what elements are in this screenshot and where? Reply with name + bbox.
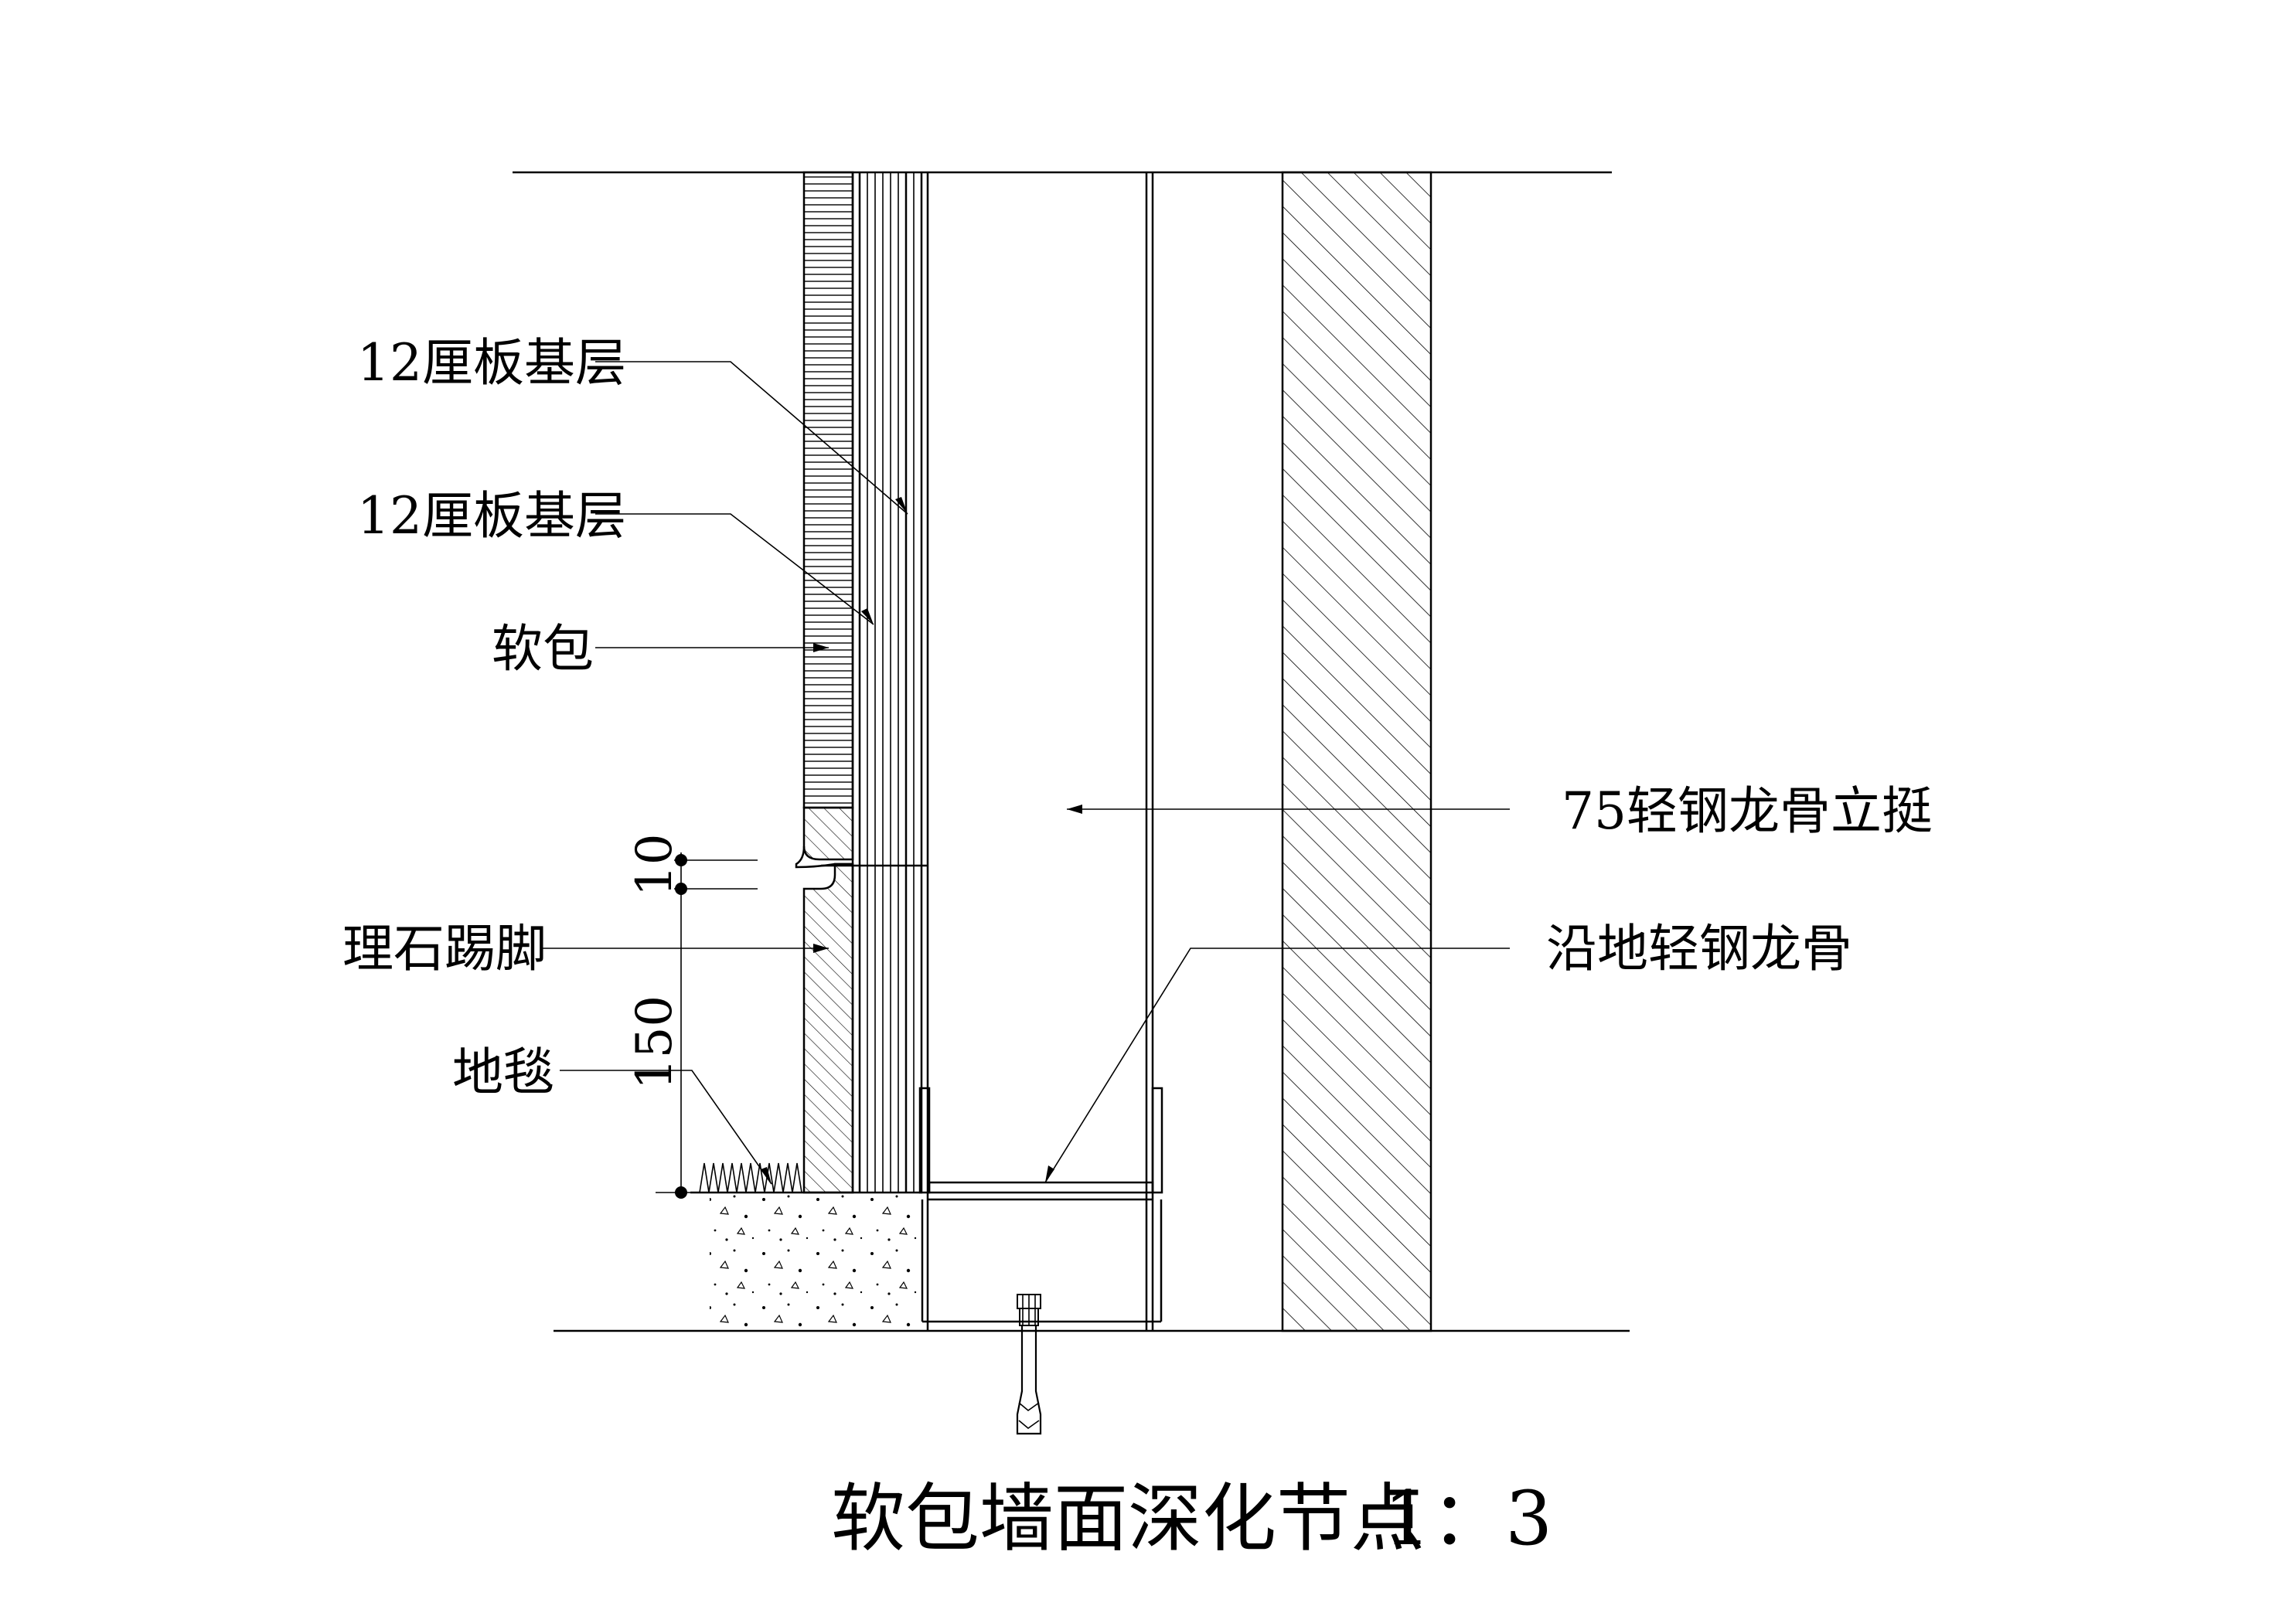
label-soft-pack: 软包 bbox=[492, 619, 594, 679]
label-carpet: 地毯 bbox=[452, 1043, 554, 1102]
label-plywood-base-1: 12厘板基层 bbox=[357, 333, 626, 393]
structural-wall bbox=[1281, 171, 1432, 1332]
dimension-chain bbox=[656, 852, 758, 1199]
dim-gap-10: 10 bbox=[626, 834, 683, 897]
plywood-layers bbox=[851, 172, 923, 1193]
leader-arrowheads bbox=[761, 497, 1082, 1184]
label-floor-track: 沿地轻钢龙骨 bbox=[1546, 919, 1852, 978]
floor-track bbox=[918, 1087, 1163, 1323]
carpet-fibres bbox=[699, 1162, 802, 1193]
soft-pack-panel bbox=[802, 171, 854, 809]
floor-screed bbox=[710, 1193, 922, 1331]
drawing-scale: 1：3 bbox=[1384, 1475, 1552, 1562]
label-marble-skirting: 理石踢脚 bbox=[342, 919, 547, 978]
soft-pack-bottom bbox=[802, 806, 854, 861]
dim-skirting-150: 150 bbox=[626, 995, 683, 1090]
drawing-title: 软包墙面深化节点 bbox=[831, 1475, 1425, 1562]
marble-skirting bbox=[802, 863, 854, 1194]
leader-lines bbox=[541, 361, 1510, 1185]
anchor-bolt-icon bbox=[1016, 1294, 1042, 1435]
label-steel-stud: 75轻钢龙骨立挺 bbox=[1562, 781, 1933, 841]
label-plywood-base-2: 12厘板基层 bbox=[357, 486, 626, 546]
